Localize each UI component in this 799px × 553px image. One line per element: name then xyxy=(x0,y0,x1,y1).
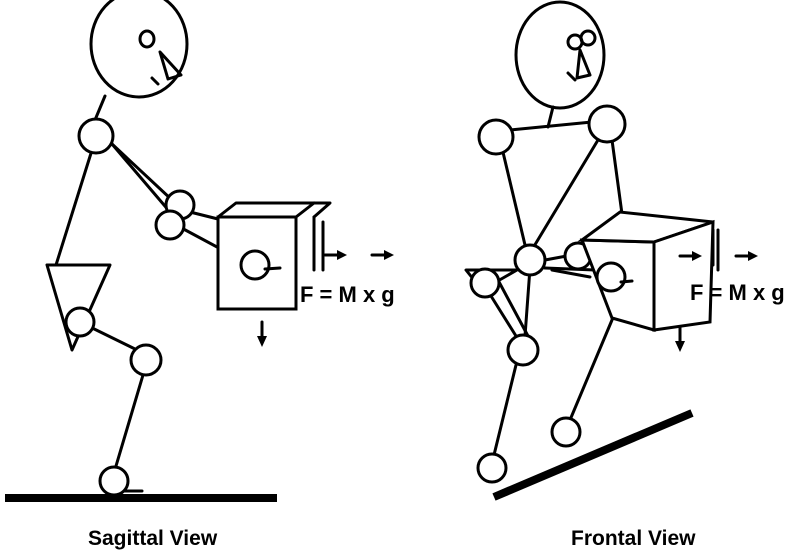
frontal-ankle-joint-2 xyxy=(550,416,582,448)
sagittal-hip-joint xyxy=(64,306,96,338)
sagittal-hand-line xyxy=(263,266,282,271)
sagittal-trunk xyxy=(54,148,94,267)
sagittal-pelvis xyxy=(45,263,112,352)
frontal-head xyxy=(514,0,606,110)
frontal-arm xyxy=(610,138,624,216)
frontal-trunk-2 xyxy=(531,138,600,250)
sagittal-caption: Sagittal View xyxy=(88,527,218,550)
sagittal-nose xyxy=(158,50,183,81)
frontal-ankle-joint-1 xyxy=(476,452,508,484)
sagittal-force-label: F = M x g xyxy=(300,282,395,307)
frontal-hip-joint-1 xyxy=(513,243,547,277)
frontal-forearm xyxy=(543,266,597,272)
frontal-eye-2 xyxy=(579,29,597,47)
frontal-trunk xyxy=(500,146,527,247)
frontal-mouth xyxy=(566,71,577,82)
frontal-shank-1 xyxy=(492,363,518,457)
frontal-neck xyxy=(546,105,555,129)
frontal-nose xyxy=(575,48,592,80)
sagittal-mouth xyxy=(150,76,160,86)
sagittal-elbow-joint-2 xyxy=(154,209,186,241)
frontal-gravity-arrow xyxy=(675,325,685,352)
frontal-right-shoulder-joint xyxy=(587,104,627,144)
sagittal-upper-arm-2 xyxy=(110,142,174,202)
sagittal-horizontal-arrow-2 xyxy=(370,250,394,260)
frontal-lift-line xyxy=(550,268,592,279)
frontal-knee-joint-1 xyxy=(506,333,540,367)
frontal-horizontal-arrow-1 xyxy=(678,251,702,261)
frontal-thigh-3 xyxy=(523,266,532,338)
sagittal-knee-joint xyxy=(129,343,163,377)
sagittal-gravity-arrow xyxy=(257,320,267,347)
sagittal-head xyxy=(89,0,189,99)
frontal-ground xyxy=(492,409,694,501)
frontal-figure: F = M x g Frontal View xyxy=(464,0,785,550)
sagittal-shank xyxy=(114,373,145,468)
frontal-caption: Frontal View xyxy=(571,527,696,550)
frontal-hip-joint-3 xyxy=(469,267,501,299)
frontal-left-shoulder-joint xyxy=(477,118,515,156)
sagittal-hand-joint xyxy=(239,249,271,281)
frontal-force-label: F = M x g xyxy=(690,280,785,305)
sagittal-neck xyxy=(93,94,107,122)
sagittal-upper-arm xyxy=(110,142,172,214)
frontal-shank-2 xyxy=(568,318,614,422)
frontal-hand-joint xyxy=(595,261,627,293)
sagittal-horizontal-arrow-1 xyxy=(323,250,347,260)
sagittal-shoulder-joint xyxy=(77,117,115,155)
sagittal-figure: F = M x g Sagittal View xyxy=(5,0,395,550)
sagittal-eye xyxy=(138,29,156,49)
frontal-hand-line xyxy=(619,279,634,284)
frontal-shoulders xyxy=(508,120,594,132)
frontal-horizontal-arrow-2 xyxy=(734,251,758,261)
frontal-thigh-2 xyxy=(496,278,530,338)
sagittal-ankle-joint xyxy=(98,465,130,497)
